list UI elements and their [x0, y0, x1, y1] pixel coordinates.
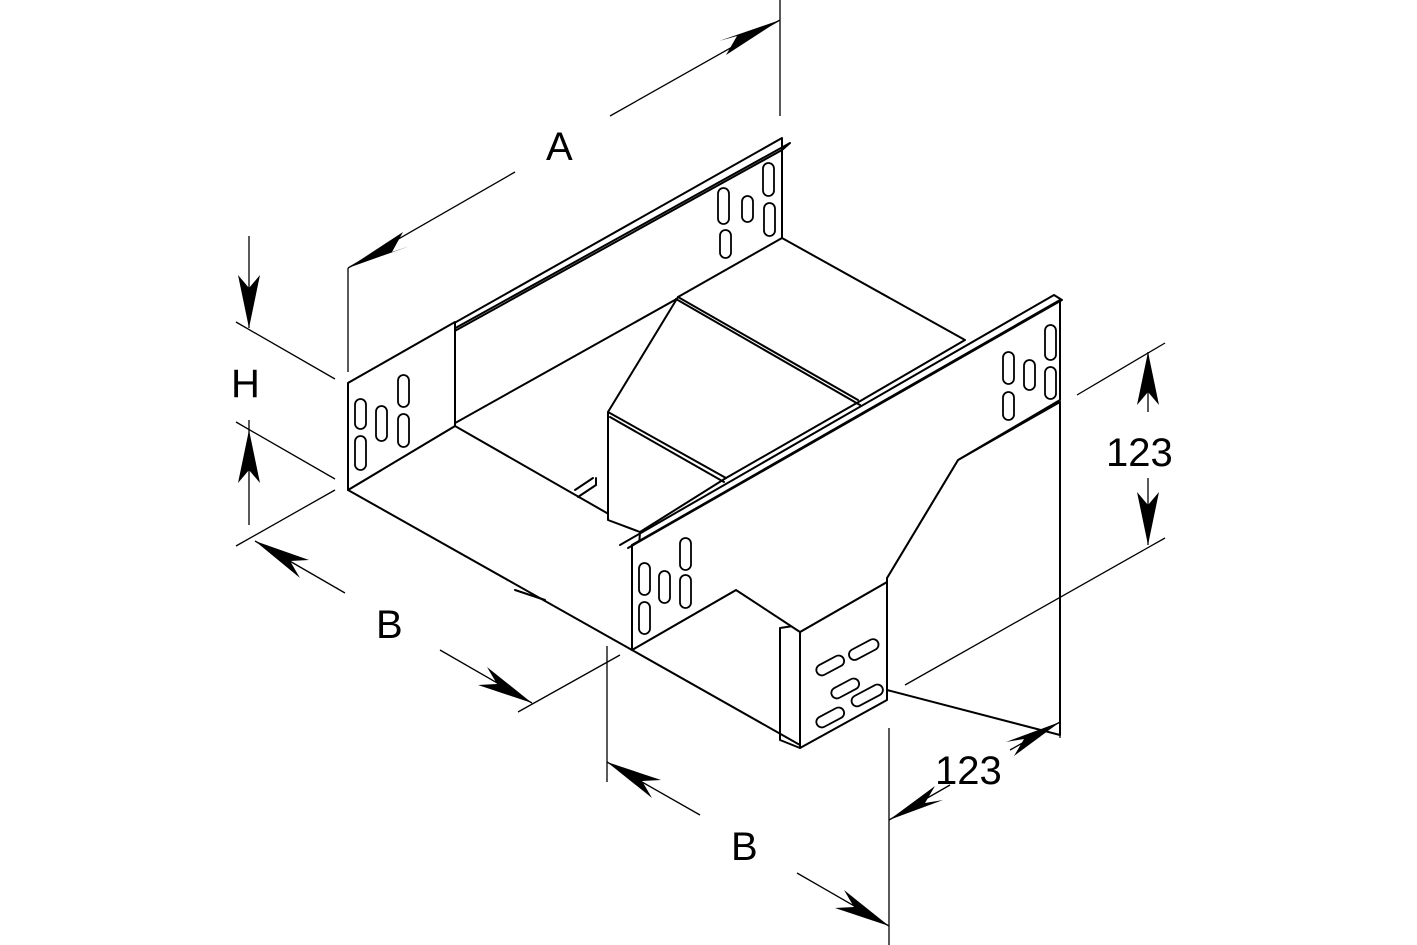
dimension-123-horizontal: 123 — [888, 420, 1061, 821]
dimension-b-main: B — [235, 489, 621, 713]
dimension-h-label: H — [231, 362, 260, 406]
tray-body — [347, 137, 1063, 749]
dimension-123-vertical: 123 — [904, 342, 1173, 686]
dimension-a: A — [347, 0, 781, 372]
dimension-123-horizontal-label: 123 — [935, 749, 1002, 793]
front-side-wall — [631, 299, 1061, 651]
dimension-b-main-label: B — [376, 603, 403, 647]
dimension-123-vertical-label: 123 — [1106, 431, 1173, 475]
dimension-b-branch-label: B — [731, 825, 758, 869]
dimension-a-label: A — [546, 125, 573, 169]
dimension-b-branch: B — [606, 646, 890, 945]
mounting-slots — [354, 162, 1057, 729]
dimension-h: H — [231, 236, 336, 525]
